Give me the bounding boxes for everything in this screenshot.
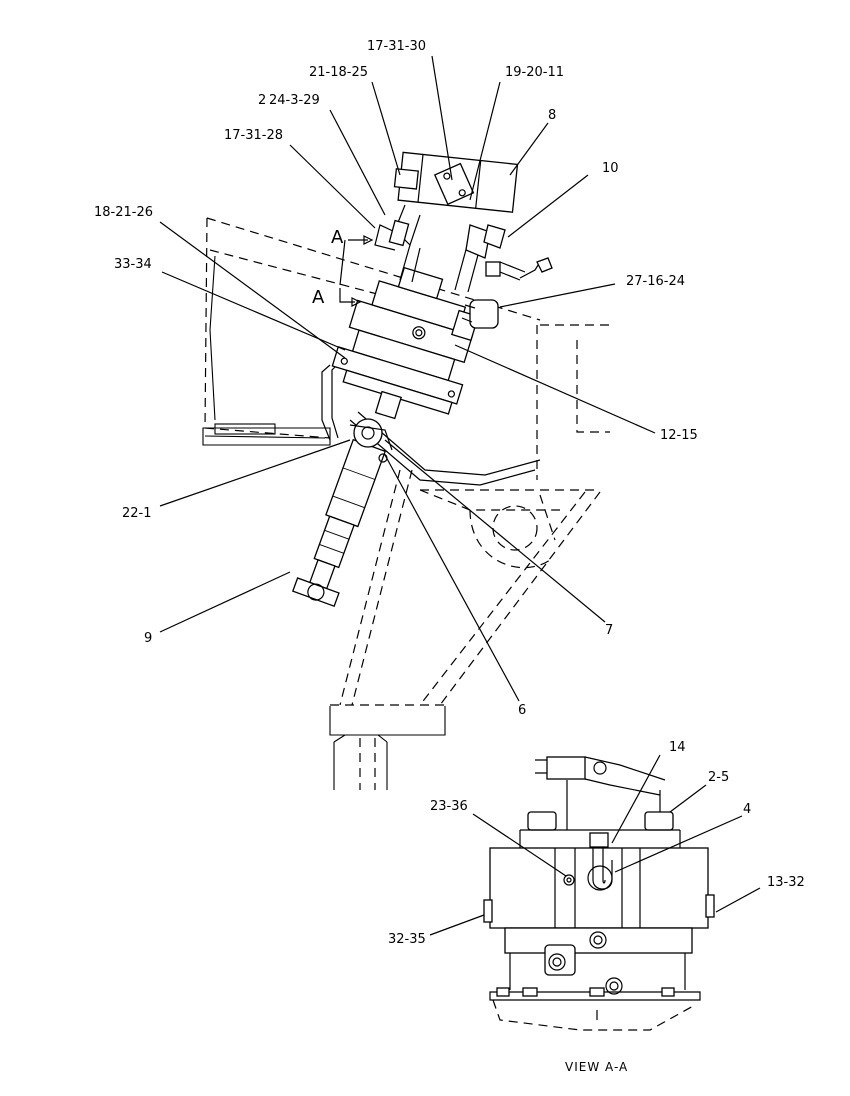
section-marker-bottom: A: [312, 287, 325, 308]
section-marker-top: A: [331, 227, 344, 248]
label-2: 2: [258, 93, 266, 108]
label-18-21-26: 18-21-26: [94, 205, 153, 220]
label-22-1: 22-1: [122, 506, 152, 521]
label-19-20-11: 19-20-11: [505, 65, 564, 80]
label-33-34: 33-34: [114, 257, 152, 272]
label-8: 8: [548, 108, 556, 123]
label-2-5: 2-5: [708, 770, 729, 785]
label-14: 14: [669, 740, 686, 755]
label-4: 4: [743, 802, 751, 817]
view-a-a-drawing: [483, 756, 715, 1031]
label-32-35: 32-35: [388, 932, 426, 947]
leader-lines: [159, 55, 761, 936]
label-10: 10: [602, 161, 619, 176]
label-21-18-25: 21-18-25: [309, 65, 368, 80]
view-caption: VIEW A-A: [565, 1060, 628, 1074]
main-assembly-drawing: A A: [202, 151, 610, 790]
label-27-16-24: 27-16-24: [626, 274, 685, 289]
label-9: 9: [144, 631, 152, 646]
callout-labels: 17-31-30 21-18-25 19-20-11 2 24-3-29 8 1…: [94, 39, 805, 1074]
label-12-15: 12-15: [660, 428, 698, 443]
label-7: 7: [605, 623, 613, 638]
label-13-32: 13-32: [767, 875, 805, 890]
label-23-36: 23-36: [430, 799, 468, 814]
label-6: 6: [518, 703, 526, 718]
label-17-31-28: 17-31-28: [224, 128, 283, 143]
label-24-3-29: 24-3-29: [269, 93, 320, 108]
label-17-31-30: 17-31-30: [367, 39, 426, 54]
